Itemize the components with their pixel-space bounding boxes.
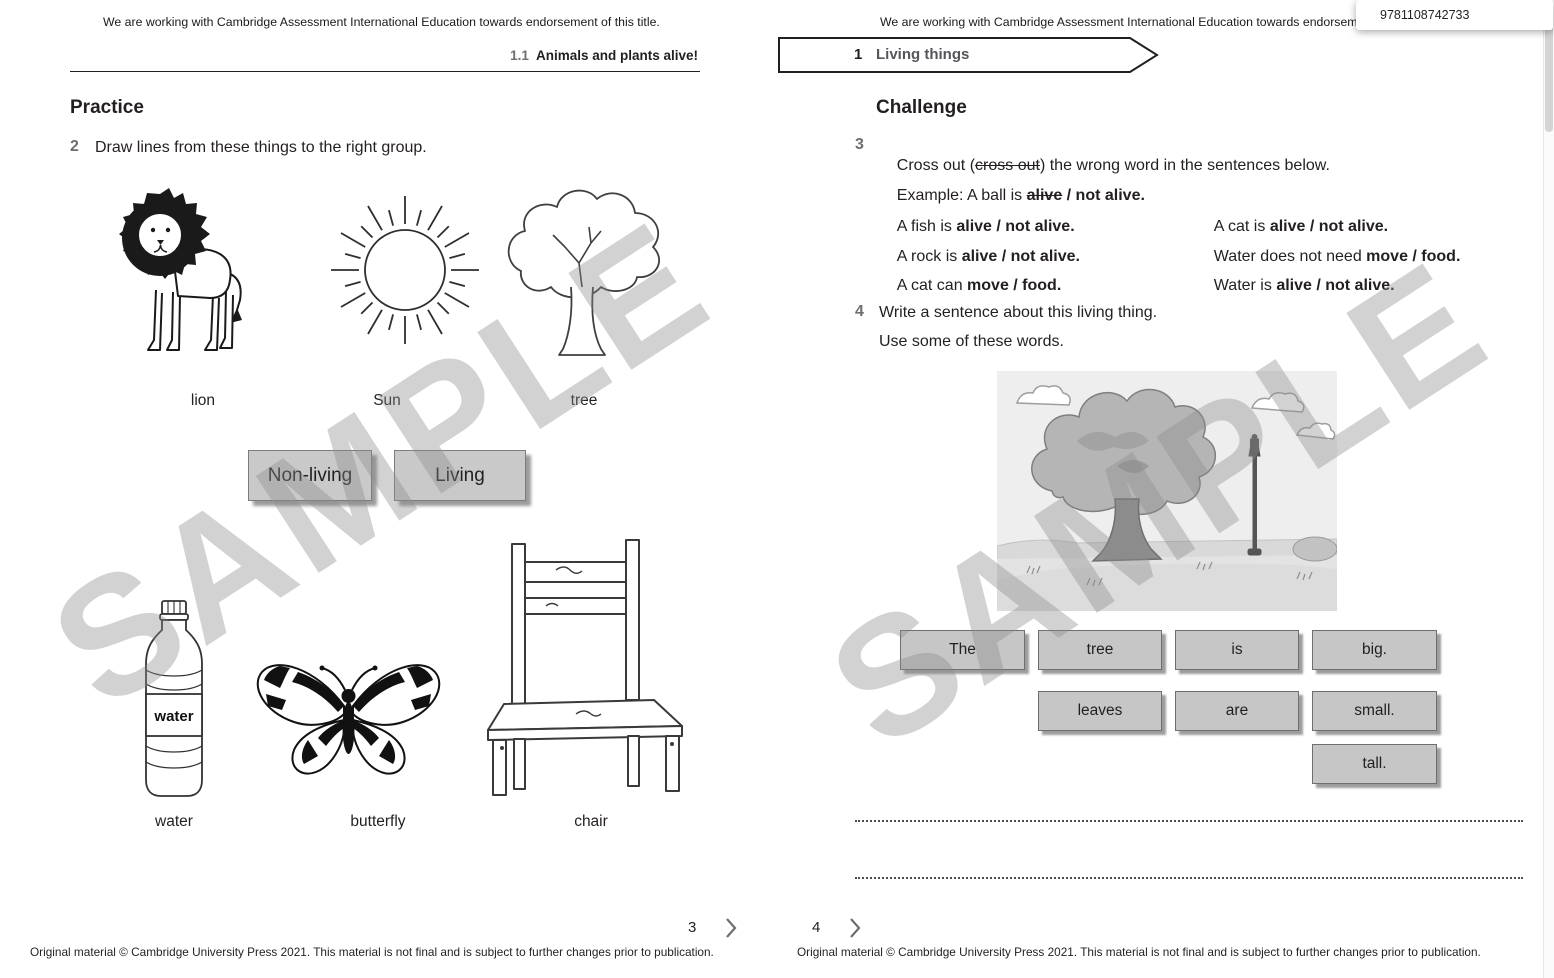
park-scene-illustration (996, 371, 1338, 616)
example-post: / not alive. (1062, 187, 1145, 204)
section-reference: 1.1 Animals and plants alive! (398, 48, 698, 63)
question-4-number: 4 (855, 303, 864, 320)
example-struck-word: alive (1026, 187, 1063, 204)
next-page-chevron-icon (724, 916, 738, 945)
question-4-text-line1: Write a sentence about this living thing… (879, 304, 1158, 321)
scrollbar-thumb[interactable] (1545, 2, 1553, 132)
challenge-heading: Challenge (876, 97, 967, 118)
sentence-choice: alive / not alive. (1276, 277, 1395, 294)
bottle-label-text: water (153, 708, 193, 725)
sentence-text: A fish is (896, 218, 957, 235)
word-box-are: are (1175, 691, 1299, 731)
word-box-big: big. (1312, 630, 1437, 670)
question-3-text: Cross out (cross out) the wrong word in … (879, 136, 1330, 196)
sentence-fish: A fish is alive / not alive. (879, 197, 1075, 257)
page-number-right: 4 (812, 919, 821, 936)
section-title: Animals and plants alive! (535, 48, 698, 63)
practice-heading: Practice (70, 97, 144, 118)
sentence-choice: move / food. (967, 277, 1062, 294)
q3-pre: Cross out ( (896, 157, 976, 174)
next-page-chevron-icon (848, 916, 862, 945)
word-box-is: is (1175, 630, 1299, 670)
word-box-small: small. (1312, 691, 1437, 731)
water-bottle-illustration: water (139, 598, 209, 805)
copyright-footer-right: Original material © Cambridge University… (797, 945, 1481, 959)
label-butterfly: butterfly (350, 813, 406, 830)
endorsement-note-left: We are working with Cambridge Assessment… (103, 15, 660, 29)
q3-post: ) the wrong word in the sentences below. (1039, 157, 1330, 174)
sentence-cat-move: A cat can move / food. (879, 256, 1062, 316)
sentence-choice: move / food. (1366, 248, 1461, 265)
word-box-leaves: leaves (1038, 691, 1162, 731)
writing-line-2 (855, 877, 1523, 879)
question-4-text-line2: Use some of these words. (879, 333, 1064, 350)
word-box-tree: tree (1038, 630, 1162, 670)
sentence-water-need: Water does not need move / food. (1196, 227, 1461, 287)
label-water: water (155, 813, 193, 830)
example-sentence: Example: A ball is alive / not alive. (879, 166, 1145, 226)
endorsement-note-right: We are working with Cambridge Assessment… (880, 15, 1358, 29)
page-number-left: 3 (688, 919, 697, 936)
sun-illustration (330, 188, 480, 353)
label-sun: Sun (373, 392, 401, 409)
label-lion: lion (190, 392, 216, 409)
example-pre: Example: A ball is (896, 187, 1027, 204)
unit-banner: 1 Living things (778, 37, 1163, 73)
butterfly-illustration (246, 628, 451, 808)
unit-title: Living things (876, 46, 970, 63)
lion-illustration (118, 180, 253, 370)
label-tree: tree (570, 392, 598, 409)
sentence-text: A cat can (896, 277, 968, 294)
isbn-value: 9781108742733 (1380, 8, 1470, 22)
word-box-the: The (900, 630, 1025, 670)
sentence-choice: alive / not alive. (1269, 218, 1389, 235)
unit-banner-shape (778, 37, 1159, 73)
sentence-text: Water does not need (1213, 248, 1367, 265)
sentence-choice: alive / not alive. (961, 248, 1080, 265)
label-chair: chair (574, 813, 608, 830)
sentence-rock: A rock is alive / not alive. (879, 227, 1080, 287)
unit-number: 1 (854, 46, 863, 63)
question-2-text: Draw lines from these things to the righ… (95, 139, 427, 156)
sentence-text: A rock is (896, 248, 962, 265)
scrollbar-track[interactable] (1543, 0, 1554, 978)
word-box-tall: tall. (1312, 744, 1437, 784)
q3-struck-word: cross out (975, 157, 1040, 174)
question-2-number: 2 (70, 138, 79, 155)
sentence-text: Water is (1213, 277, 1277, 294)
section-number: 1.1 (510, 48, 529, 63)
sentence-choice: alive / not alive. (956, 218, 1075, 235)
header-rule-left (70, 71, 700, 72)
tree-illustration (493, 183, 673, 366)
group-box-living: Living (394, 450, 526, 501)
question-3-number: 3 (855, 136, 864, 153)
isbn-tooltip: 9781108742733 (1356, 0, 1553, 30)
chair-illustration (486, 536, 692, 807)
sentence-cat: A cat is alive / not alive. (1196, 197, 1388, 257)
sentence-text: A cat is (1213, 218, 1270, 235)
sentence-water-alive: Water is alive / not alive. (1196, 256, 1395, 316)
writing-line-1 (855, 820, 1523, 822)
copyright-footer-left: Original material © Cambridge University… (30, 945, 714, 959)
group-box-non-living: Non-living (248, 450, 372, 501)
